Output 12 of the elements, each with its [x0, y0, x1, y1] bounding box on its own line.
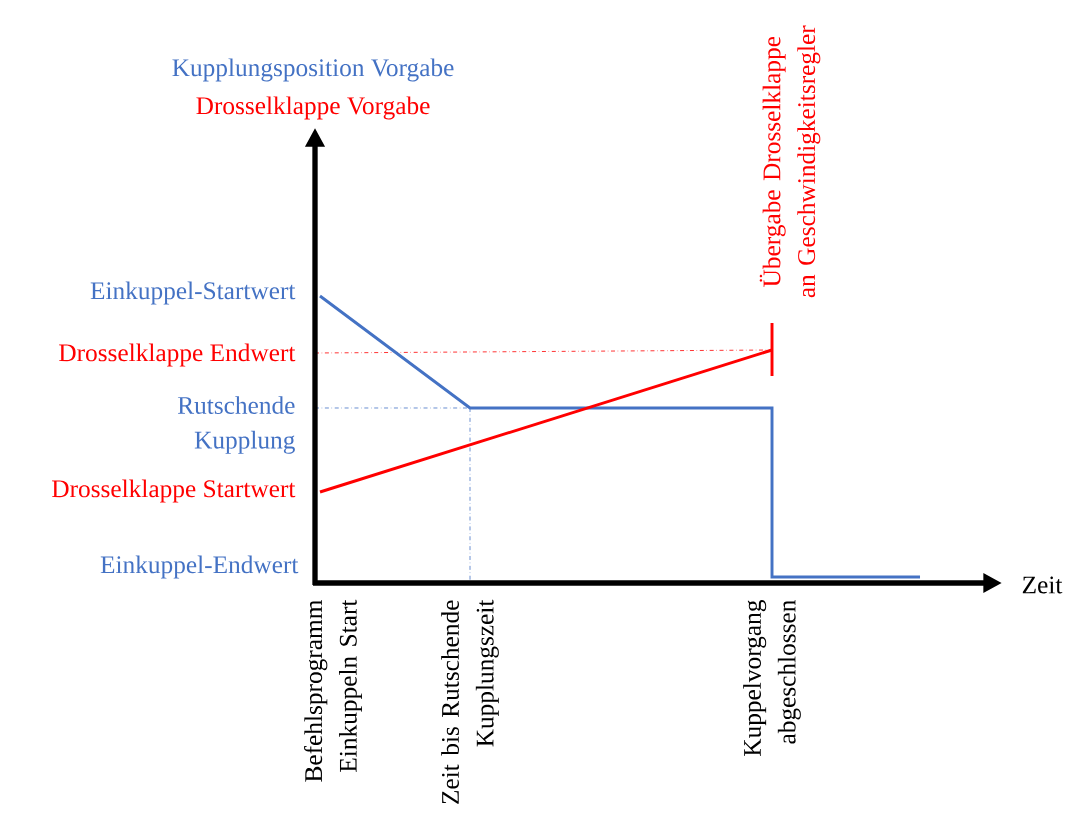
- level-label: Rutschende Kupplung: [177, 396, 295, 454]
- level-label: Einkuppel-Startwert: [90, 281, 296, 305]
- time-label: Befehlsprogramm Einkuppeln Start: [304, 599, 362, 782]
- axis-label: Zeit: [1022, 576, 1063, 594]
- annotation-text: Übergabe Drosselklappe an Geschwindigkeitsregler: [759, 25, 821, 298]
- axis-label: Drosselklappe Vorgabe: [196, 96, 430, 120]
- time-label: Zeit bis Rutschende Kupplungszeit: [441, 599, 499, 804]
- axis-label: Kupplungsposition Vorgabe: [172, 58, 454, 82]
- level-label: Drosselklappe Endwert: [59, 343, 296, 367]
- time-label: Kuppelvorgang abgeschlossen: [743, 600, 801, 756]
- level-label: Drosselklappe Startwert: [52, 479, 296, 503]
- level-label: Einkuppel-Endwert: [100, 555, 299, 579]
